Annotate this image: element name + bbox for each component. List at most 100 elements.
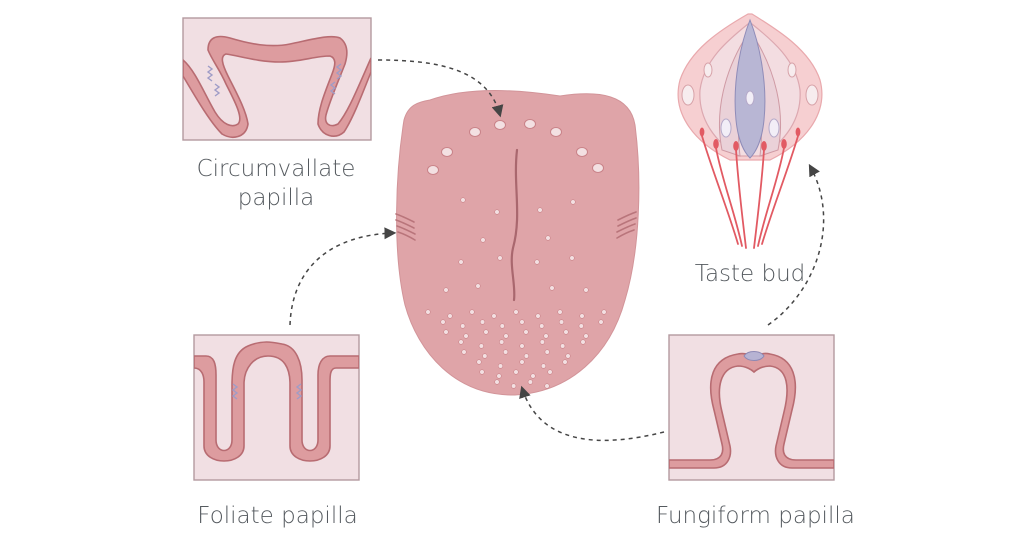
tongue-papilla-dot [513, 309, 519, 315]
tongue-papilla-dot [483, 329, 489, 335]
circumvallate-papilla-dot [524, 119, 536, 129]
tongue-papilla-dot [443, 287, 449, 293]
tongue-papilla-dot [558, 319, 565, 325]
tongue-papilla-dot [578, 323, 584, 329]
fungiform-label: Fungiform papilla [656, 503, 855, 529]
tongue-papilla-dot [563, 329, 569, 335]
circumvallate-papilla-dot [427, 165, 439, 175]
circumvallate-tissue [183, 35, 371, 138]
arrow-circumvallate-to-tongue [377, 59, 504, 118]
tongue-median-groove [510, 148, 519, 302]
tongue-papilla-dot [579, 313, 585, 319]
foliate-papilla-inset [193, 334, 360, 481]
circumvallate-papillae [427, 119, 604, 175]
tongue-papilla-dot [463, 333, 469, 339]
circumvallate-label: Circumvallate papilla [196, 155, 356, 213]
tongue-body [396, 90, 640, 396]
circumvallate-papilla-dot [441, 147, 453, 157]
tongue-papilla-dot [461, 349, 467, 355]
tongue-papilla-dot [570, 199, 576, 205]
foliate-label: Foliate papilla [197, 503, 358, 529]
tongue-papilla-dot [544, 383, 550, 389]
tongue-papilla-dot [527, 379, 533, 385]
tongue-papilla-dot [499, 323, 505, 329]
tongue-papilla-dot [534, 259, 540, 265]
foliate-ridges-left [395, 213, 416, 241]
tongue-papilla-dot [491, 313, 497, 319]
tongue-papilla-dot [440, 319, 446, 325]
tongue-papilla-dot [475, 283, 481, 289]
tongue-papilla-dot [544, 349, 550, 355]
foliate-tissue [194, 341, 359, 462]
tongue-papilla-dot [598, 319, 604, 325]
tongue-papilla-dot [479, 369, 485, 375]
tongue-papilla-dot [497, 363, 504, 369]
foliate-ridges-right [616, 211, 637, 239]
arrow-foliate-to-tongue [289, 227, 397, 326]
tongue-papilla-dot [479, 319, 486, 325]
fungiform-taste-bud [743, 351, 765, 361]
tongue-papilla-dot [513, 369, 519, 375]
tongue-papilla-dot [469, 309, 475, 315]
tongue-papilla-dot [540, 363, 547, 369]
tongue-papilla-dot [494, 379, 500, 385]
tongue-papilla-dot [476, 359, 482, 365]
tongue-papilla-dot [519, 343, 525, 349]
tongue-papilla-dot [535, 313, 541, 319]
foliate-taste-buds [231, 383, 303, 400]
tongue-papilla-dot [565, 353, 571, 359]
circumvallate-label-line1: Circumvallate [196, 156, 356, 182]
tongue-papilla-dot [458, 339, 464, 345]
tongue-papilla-dot [478, 343, 484, 349]
tongue-papilla-dot [503, 333, 509, 339]
taste-bud-nerve-fibers [701, 135, 799, 249]
tongue-papilla-dot [549, 285, 555, 291]
circumvallate-taste-buds [206, 63, 343, 97]
circumvallate-papilla-inset [182, 17, 372, 141]
tongue-papilla-dot [458, 259, 464, 265]
tongue-papilla-dot [560, 343, 566, 349]
tongue-papilla-dot [583, 333, 589, 339]
taste-bud-label: Taste bud [694, 261, 806, 287]
tongue-papilla-dot [460, 323, 466, 329]
tongue-papilla-dot [503, 349, 509, 355]
fungiform-papillae-dots [425, 197, 607, 389]
tongue-papilla-dot [547, 369, 553, 375]
tongue-papilla-dot [497, 255, 503, 261]
tongue-papilla-dot [539, 323, 545, 329]
tongue-papilla-dot [583, 287, 589, 293]
taste-bud-receptor-core [734, 18, 766, 159]
tongue-papilla-dot [482, 353, 488, 359]
taste-bud-receptor-nuclei [720, 90, 780, 138]
circumvallate-papilla-dot [469, 127, 481, 137]
circumvallate-papilla-dot [550, 127, 562, 137]
tongue-papilla-dot [447, 313, 453, 319]
connector-arrows [289, 59, 825, 442]
tongue [395, 90, 640, 396]
tongue-papilla-dot [511, 383, 517, 389]
tongue-papilla-dot [523, 353, 530, 359]
tongue-papilla-dot [562, 359, 568, 365]
tongue-papilla-dot [480, 237, 486, 243]
taste-bud-nerve-endings [699, 127, 801, 151]
circumvallate-papilla-dot [576, 147, 588, 157]
tongue-papilla-dot [530, 373, 536, 379]
tongue-papilla-dot [537, 207, 543, 213]
tongue-papilla-dot [523, 329, 529, 335]
tongue-papilla-dot [499, 339, 505, 345]
circumvallate-papilla-dot [494, 120, 506, 130]
tongue-papilla-dot [601, 309, 607, 315]
tongue-papilla-dot [543, 333, 549, 339]
tongue-papilla-dot [494, 209, 500, 215]
taste-bud-side-nuclei [681, 62, 819, 106]
tongue-papilla-dot [443, 329, 449, 335]
taste-bud-illustration [677, 13, 823, 249]
tongue-papilla-dot [557, 309, 563, 315]
circumvallate-papilla-dot [592, 163, 604, 173]
tongue-papilla-dot [569, 255, 575, 261]
tongue-papilla-dot [519, 319, 525, 325]
tongue-papilla-dot [539, 339, 545, 345]
tongue-papilla-dot [496, 373, 502, 379]
arrow-fungiform-to-tastebud [767, 163, 825, 326]
